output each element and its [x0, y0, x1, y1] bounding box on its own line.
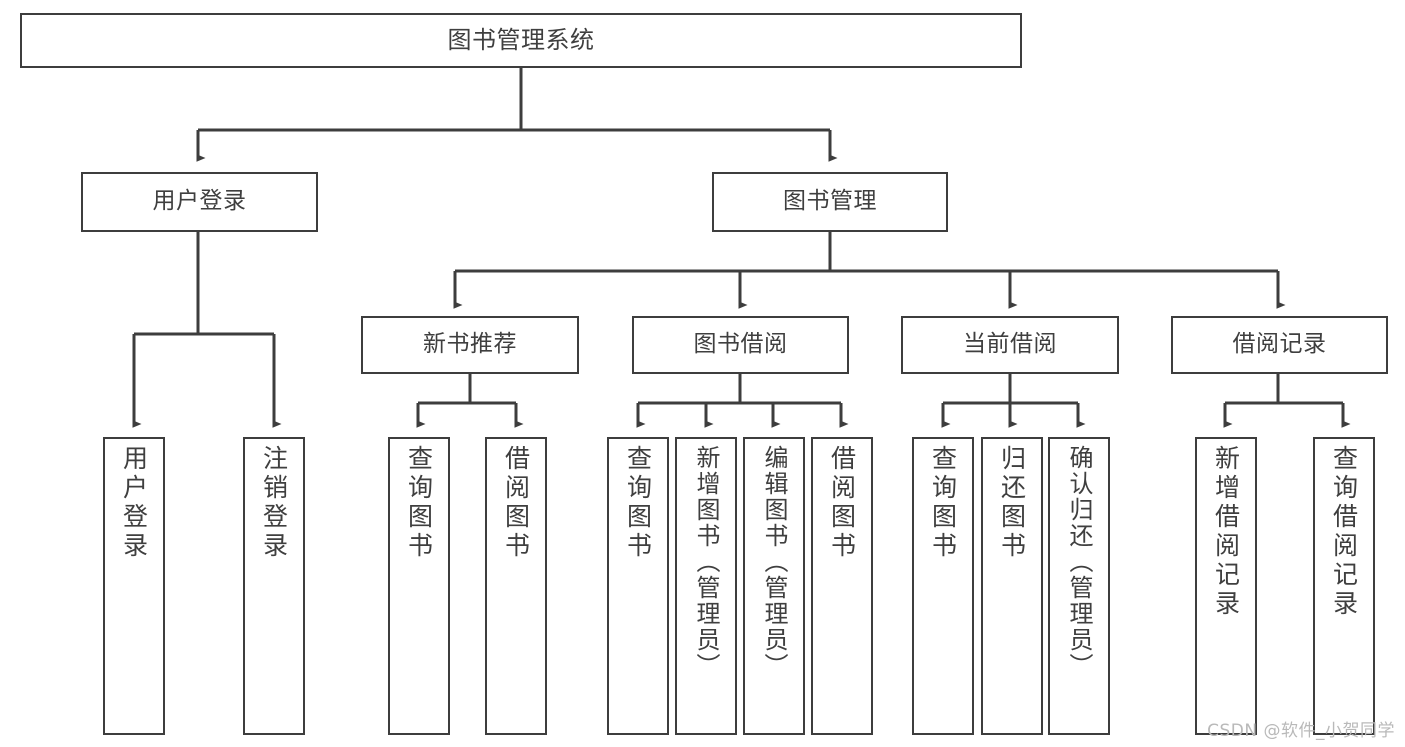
node-new-book-recommend[interactable]: 新书推荐	[361, 316, 579, 374]
leaf-current-return-book[interactable]: 归还图书	[981, 437, 1043, 735]
node-label: 查询图书	[404, 445, 434, 561]
leaf-borrow-add-book-admin[interactable]: 新增图书（管理员）	[675, 437, 737, 735]
leaf-record-query-borrow-record[interactable]: 查询借阅记录	[1313, 437, 1375, 735]
node-label: 查询借阅记录	[1329, 445, 1359, 619]
node-label: 借阅记录	[1232, 331, 1327, 358]
node-book-management[interactable]: 图书管理	[712, 172, 948, 232]
node-label: 图书借阅	[693, 331, 788, 358]
leaf-recommend-borrow-book[interactable]: 借阅图书	[485, 437, 547, 735]
node-label: 用户登录	[119, 445, 149, 561]
leaf-record-add-borrow-record[interactable]: 新增借阅记录	[1195, 437, 1257, 735]
node-label: 确认归还（管理员）	[1065, 445, 1093, 679]
node-label: 用户登录	[152, 188, 247, 215]
leaf-user-logout[interactable]: 注销登录	[243, 437, 305, 735]
node-label: 查询图书	[928, 445, 958, 561]
leaf-current-confirm-return-admin[interactable]: 确认归还（管理员）	[1048, 437, 1110, 735]
leaf-borrow-query-book[interactable]: 查询图书	[607, 437, 669, 735]
node-label: 归还图书	[997, 445, 1027, 561]
node-current-borrow[interactable]: 当前借阅	[901, 316, 1119, 374]
node-root-system[interactable]: 图书管理系统	[20, 13, 1022, 68]
node-label: 当前借阅	[963, 331, 1057, 358]
node-label: 查询图书	[623, 445, 653, 561]
node-label: 编辑图书（管理员）	[760, 445, 788, 679]
leaf-recommend-query-book[interactable]: 查询图书	[388, 437, 450, 735]
node-book-borrow[interactable]: 图书借阅	[632, 316, 849, 374]
node-label: 图书管理系统	[447, 26, 595, 55]
node-label: 图书管理	[783, 188, 877, 215]
leaf-borrow-borrow-book[interactable]: 借阅图书	[811, 437, 873, 735]
leaf-borrow-edit-book-admin[interactable]: 编辑图书（管理员）	[743, 437, 805, 735]
node-borrow-record[interactable]: 借阅记录	[1171, 316, 1388, 374]
node-label: 新增图书（管理员）	[692, 445, 720, 679]
leaf-user-login[interactable]: 用户登录	[103, 437, 165, 735]
node-label: 新增借阅记录	[1211, 445, 1241, 619]
node-label: 新书推荐	[423, 331, 517, 358]
node-label: 借阅图书	[827, 445, 857, 561]
watermark: CSDN @软件_小贺同学	[1207, 721, 1395, 741]
node-user-login[interactable]: 用户登录	[81, 172, 318, 232]
leaf-current-query-book[interactable]: 查询图书	[912, 437, 974, 735]
node-label: 借阅图书	[501, 445, 531, 561]
node-label: 注销登录	[259, 445, 289, 561]
